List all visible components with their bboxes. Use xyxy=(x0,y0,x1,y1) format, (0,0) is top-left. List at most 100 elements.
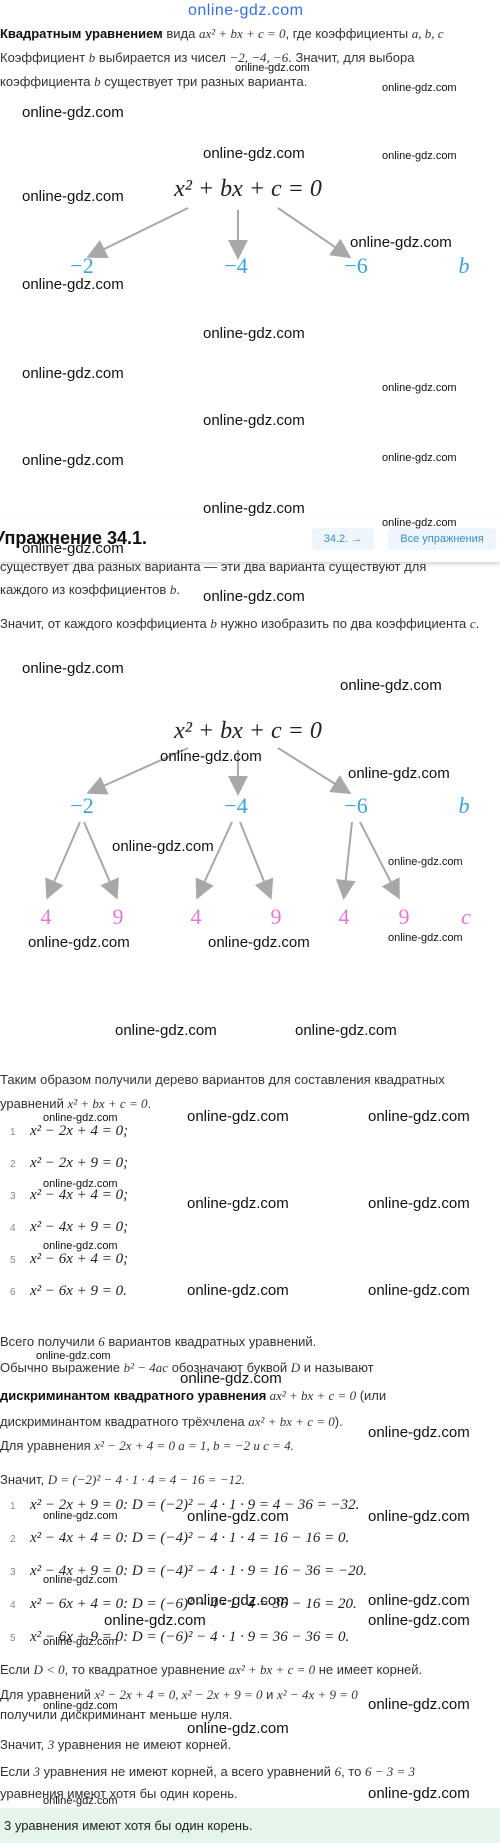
watermark: online-gdz.com xyxy=(112,838,214,855)
intro-line-1: Квадратным уравнением вида ax² + bx + c … xyxy=(0,26,444,41)
watermark: online-gdz.com xyxy=(368,1195,470,1212)
tree1-level-b: b xyxy=(459,253,470,278)
watermark: online-gdz.com xyxy=(382,382,457,394)
tree1-arrow-3 xyxy=(277,207,352,259)
watermark: online-gdz.com xyxy=(28,934,130,951)
tree2-root: x² + bx + c = 0 xyxy=(173,718,322,744)
watermark: online-gdz.com xyxy=(22,540,124,557)
watermark: online-gdz.com xyxy=(368,1612,470,1629)
site-logo[interactable]: online-gdz.com xyxy=(188,2,304,19)
watermark: online-gdz.com xyxy=(382,517,457,529)
section4-line-2: Обычно выражение b² − 4ac обозначают бук… xyxy=(0,1360,374,1375)
watermark: online-gdz.com xyxy=(43,1112,118,1124)
tree2-arrow-c1 xyxy=(335,821,356,900)
tree2-leaf-6: 9 xyxy=(399,904,410,929)
final-answer: 3 уравнения имеют хотя бы один корень. xyxy=(0,1808,500,1843)
section4-line-5: Для уравнения x² − 2x + 4 = 0 a = 1, b =… xyxy=(0,1438,294,1453)
exercise-header: Упражнение 34.1. 34.2. → Все упражнения xyxy=(0,520,500,562)
watermark: online-gdz.com xyxy=(43,1178,118,1190)
watermark: online-gdz.com xyxy=(368,1592,470,1609)
watermark: online-gdz.com xyxy=(203,588,305,605)
watermark: online-gdz.com xyxy=(43,1795,118,1807)
watermark: online-gdz.com xyxy=(43,1700,118,1712)
watermark: online-gdz.com xyxy=(203,412,305,429)
tree2-child-2: −4 xyxy=(224,793,247,818)
watermark: online-gdz.com xyxy=(388,856,463,868)
all-exercises-button[interactable]: Все упражнения xyxy=(388,528,496,550)
tree2-leaf-2: 9 xyxy=(113,904,124,929)
watermark: online-gdz.com xyxy=(208,934,310,951)
tree2-arrow-b2 xyxy=(239,821,274,900)
tree1-child-2: −4 xyxy=(224,253,247,278)
tree1-root: x² + bx + c = 0 xyxy=(173,176,322,202)
watermark: online-gdz.com xyxy=(368,1508,470,1525)
watermark: online-gdz.com xyxy=(187,1108,289,1125)
tree2-leaf-5: 4 xyxy=(339,904,350,929)
watermark: online-gdz.com xyxy=(104,1612,206,1629)
next-exercise-button[interactable]: 34.2. → xyxy=(312,528,374,550)
watermark: online-gdz.com xyxy=(368,1785,470,1802)
section4-line-3: дискриминантом квадратного уравнения ax²… xyxy=(0,1388,387,1403)
watermark: online-gdz.com xyxy=(36,1350,111,1362)
watermark: online-gdz.com xyxy=(368,1282,470,1299)
watermark: online-gdz.com xyxy=(22,188,124,205)
section5-line-5: Если 3 уравнения не имеют корней, а всег… xyxy=(0,1764,415,1779)
tree-diagram-b: x² + bx + c = 0 −2 −4 −6 b xyxy=(70,176,470,278)
watermark: online-gdz.com xyxy=(388,932,463,944)
tree2-arrow-a1 xyxy=(45,821,81,900)
tree2-arrow-b1 xyxy=(195,821,233,900)
tree2-child-3: −6 xyxy=(344,793,367,818)
tree2-level-c: c xyxy=(461,904,471,929)
tree1-child-1: −2 xyxy=(70,253,93,278)
intro-line-3: коэффициента b существует три разных вар… xyxy=(0,74,308,89)
section5-line-2: Для уравнений x² − 2x + 4 = 0, x² − 2x +… xyxy=(0,1687,358,1702)
watermark: online-gdz.com xyxy=(203,145,305,162)
section4-line-4: дискриминантом квадратного трёхчлена ax²… xyxy=(0,1414,343,1429)
watermark: online-gdz.com xyxy=(22,276,124,293)
section3-line-2: уравнений x² + bx + c = 0. xyxy=(0,1096,152,1111)
watermark: online-gdz.com xyxy=(203,325,305,342)
watermark: online-gdz.com xyxy=(382,452,457,464)
watermark: online-gdz.com xyxy=(187,1592,289,1609)
section5-line-1: Если D < 0, то квадратное уравнение ax² … xyxy=(0,1662,423,1677)
section2-line-2: каждого из коэффициентов b. xyxy=(0,582,180,597)
watermark: online-gdz.com xyxy=(295,1022,397,1039)
watermark: online-gdz.com xyxy=(368,1424,470,1441)
watermark: online-gdz.com xyxy=(22,660,124,677)
section5-line-6: уравнения имеют хотя бы один корень. xyxy=(0,1786,238,1801)
intro-line-2: Коэффициент b выбирается из чисел −2, −4… xyxy=(0,50,415,65)
tree2-leaf-1: 4 xyxy=(41,904,52,929)
watermark: online-gdz.com xyxy=(160,748,262,765)
watermark: online-gdz.com xyxy=(115,1022,217,1039)
watermark: online-gdz.com xyxy=(235,62,310,74)
tree-diagram-bc: x² + bx + c = 0 −2 −4 −6 b 4 9 4 9 4 9 c xyxy=(41,718,472,929)
exercise-title: Упражнение 34.1. xyxy=(0,528,148,548)
watermark: online-gdz.com xyxy=(368,1696,470,1713)
watermark: online-gdz.com xyxy=(22,365,124,382)
tree2-level-b: b xyxy=(459,793,470,818)
watermark: online-gdz.com xyxy=(43,1574,118,1586)
section5-line-3: получили дискриминант меньше нуля. xyxy=(0,1707,233,1722)
section3-line-1: Таким образом получили дерево вариантов … xyxy=(0,1072,445,1087)
watermark: online-gdz.com xyxy=(43,1510,118,1522)
tree2-leaf-4: 9 xyxy=(271,904,282,929)
section4-line-1: Всего получили 6 вариантов квадратных ур… xyxy=(0,1334,317,1349)
section2-line-1: существует два разных варианта — эти два… xyxy=(0,559,427,574)
watermark: online-gdz.com xyxy=(22,452,124,469)
watermark: online-gdz.com xyxy=(187,1195,289,1212)
watermark: online-gdz.com xyxy=(203,500,305,517)
watermark: online-gdz.com xyxy=(348,765,450,782)
tree2-leaf-3: 4 xyxy=(191,904,202,929)
watermark: online-gdz.com xyxy=(187,1282,289,1299)
section2-line-3: Значит, от каждого коэффициента b нужно … xyxy=(0,616,480,631)
tree2-arrow-c2 xyxy=(359,821,400,900)
tree2-child-1: −2 xyxy=(70,793,93,818)
